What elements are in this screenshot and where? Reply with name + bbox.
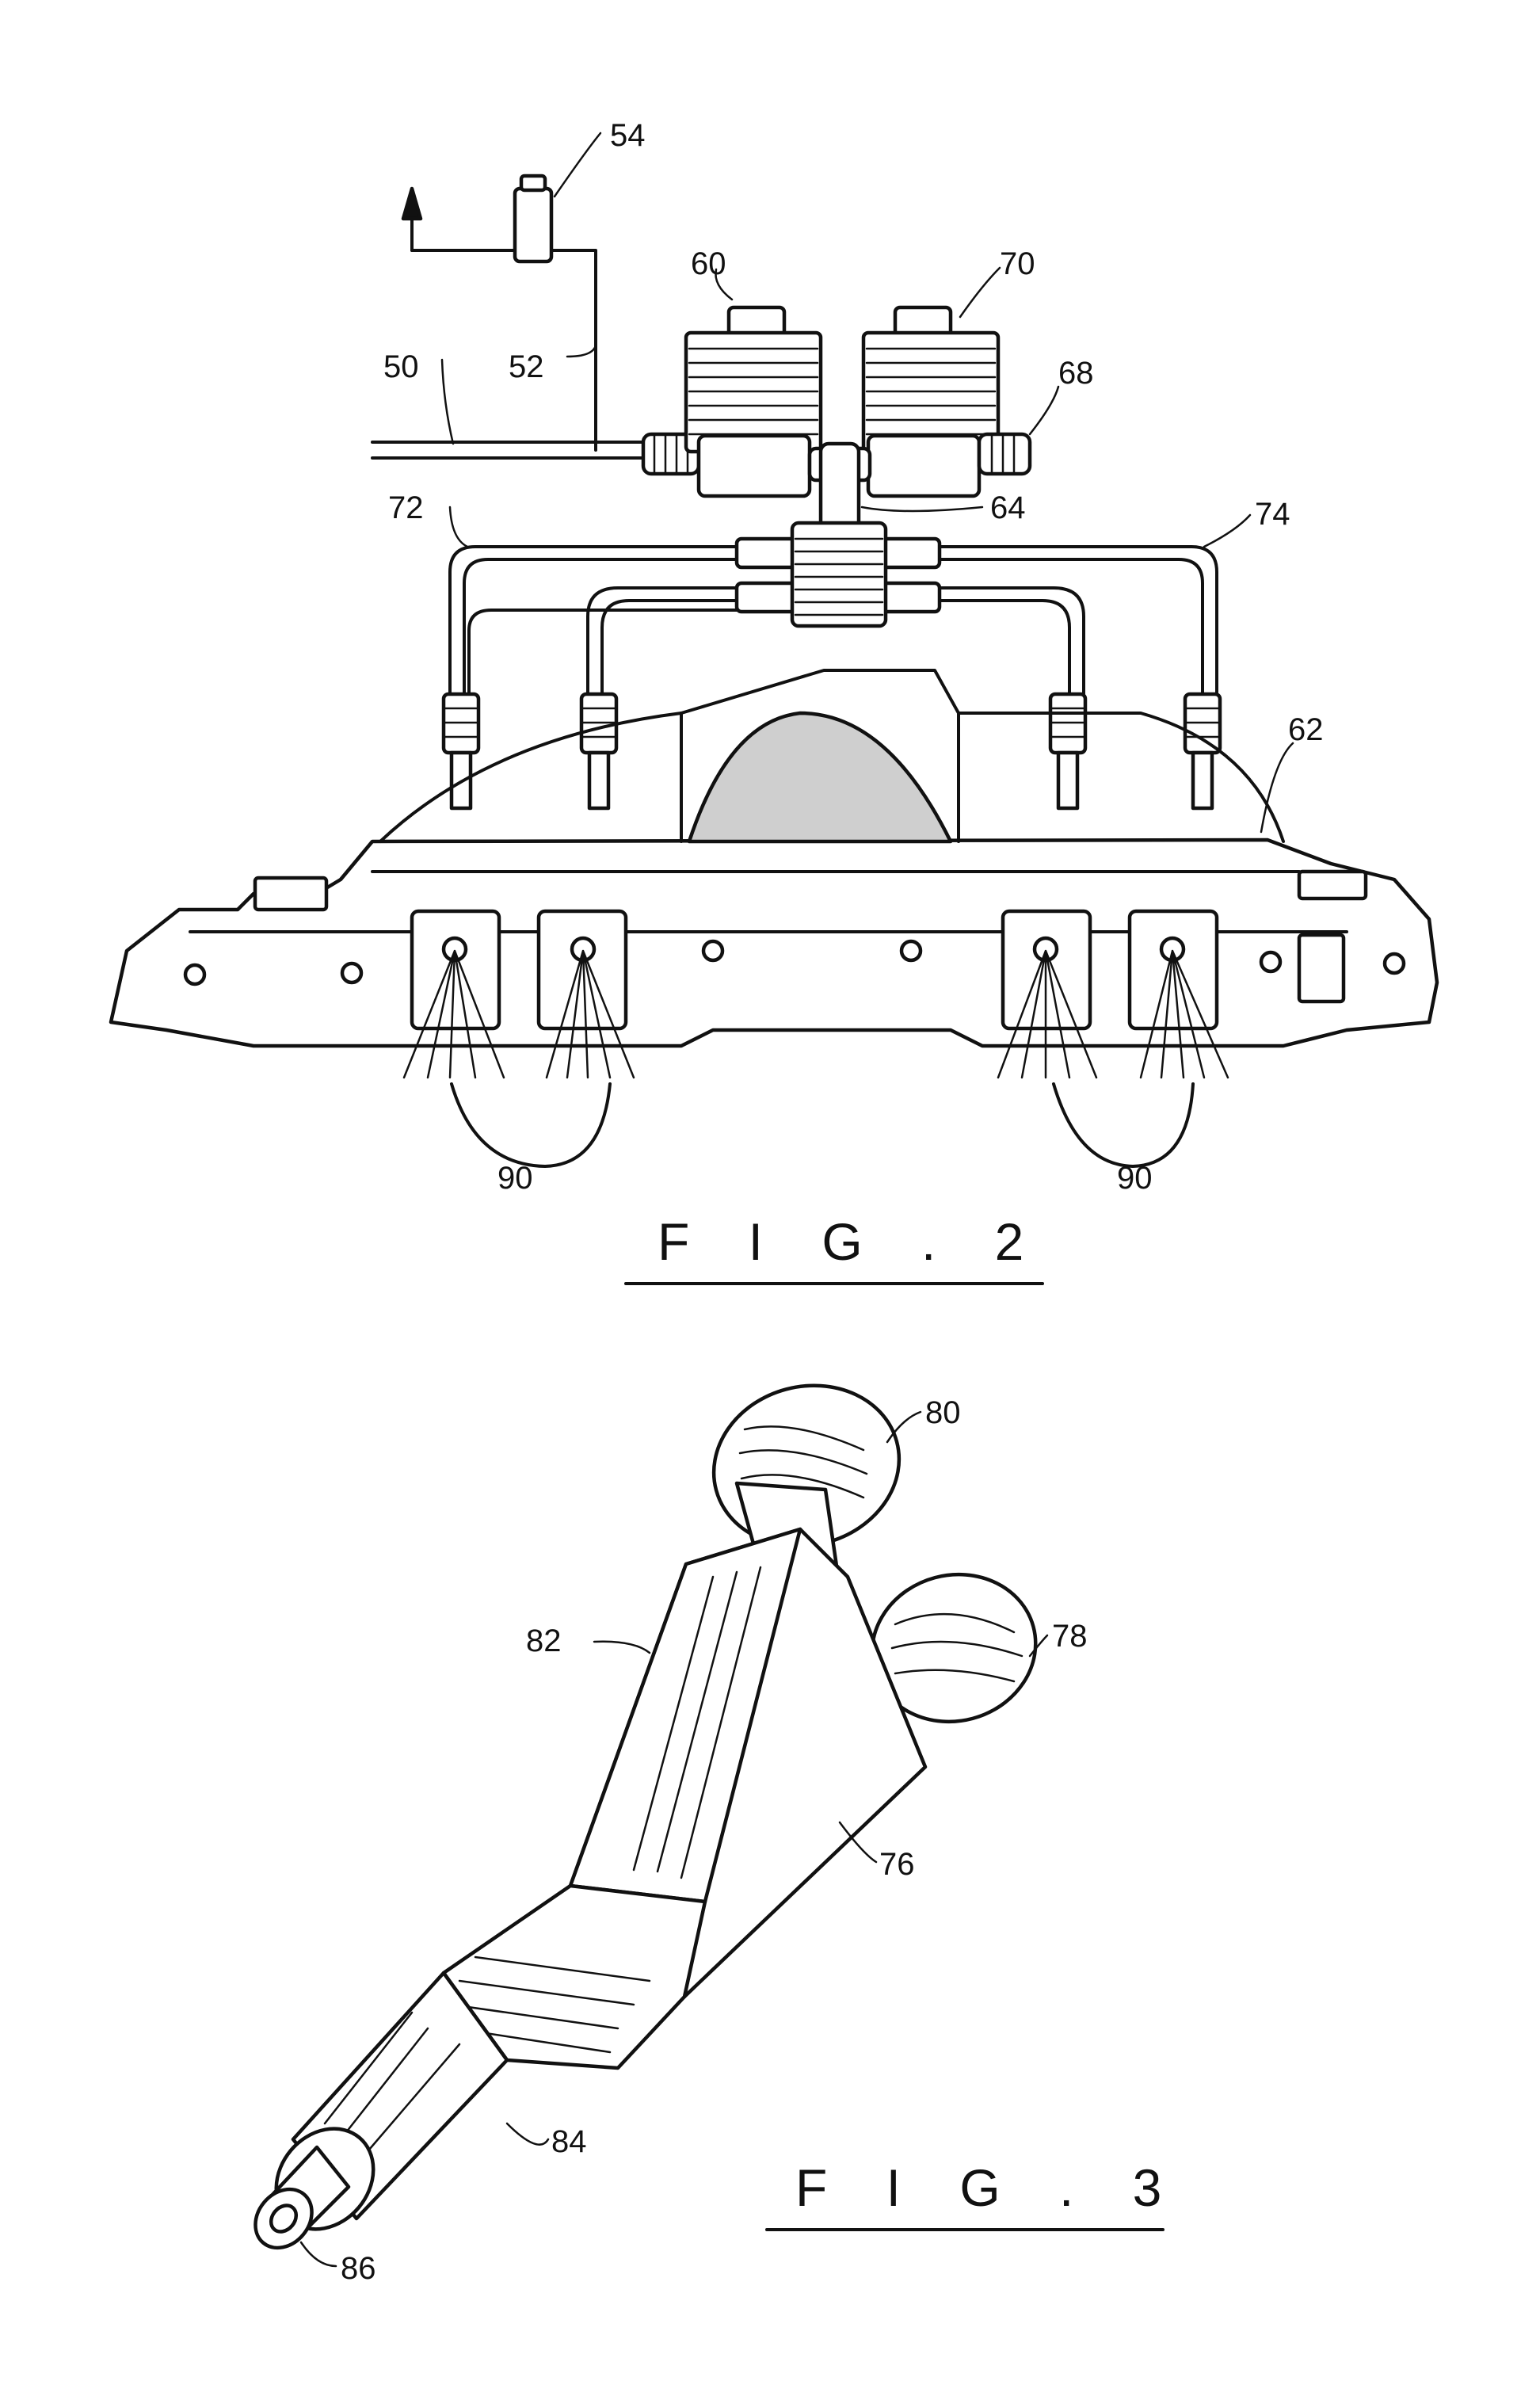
ref-54: 54 bbox=[610, 118, 646, 153]
tip-86 bbox=[253, 2145, 351, 2250]
fig2-leader-lines bbox=[440, 132, 1294, 834]
intake-ports bbox=[410, 909, 1219, 1031]
fig2-drawing: 54 60 70 68 50 52 72 64 74 62 90 90 F I … bbox=[109, 118, 1439, 1285]
ref-90-right: 90 bbox=[1117, 1161, 1153, 1196]
ref-64: 64 bbox=[990, 490, 1026, 525]
ref-76: 76 bbox=[879, 1847, 915, 1882]
fig2-caption-text: F I G . 2 bbox=[658, 1212, 1046, 1271]
fig3-drawing: 80 78 82 76 84 86 F I G . 3 bbox=[253, 1383, 1184, 2286]
ref-78: 78 bbox=[1052, 1619, 1088, 1654]
ref-86: 86 bbox=[341, 2251, 376, 2286]
injector-fittings bbox=[441, 692, 1222, 811]
component-54-canister bbox=[513, 174, 597, 452]
intake-manifold-62 bbox=[109, 669, 1439, 1048]
ref-62: 62 bbox=[1288, 712, 1324, 747]
solenoid-valve-70 bbox=[861, 305, 1001, 498]
fitting-68 bbox=[977, 432, 1032, 476]
fig2-reference-numerals: 54 60 70 68 50 52 72 64 74 62 90 90 bbox=[383, 118, 1324, 1196]
ref-80: 80 bbox=[925, 1395, 961, 1430]
distributor-64 bbox=[734, 521, 942, 628]
fig3-reference-numerals: 80 78 82 76 84 86 bbox=[341, 1395, 1088, 2286]
ref-82: 82 bbox=[526, 1624, 562, 1658]
fig3-caption-text: F I G . 3 bbox=[795, 2158, 1184, 2217]
ref-84: 84 bbox=[551, 2124, 587, 2159]
ref-74: 74 bbox=[1255, 497, 1290, 532]
vent-arrow bbox=[401, 186, 517, 252]
ref-90-left: 90 bbox=[497, 1161, 533, 1196]
ref-50: 50 bbox=[383, 349, 419, 384]
solenoid-valve-60 bbox=[684, 305, 823, 498]
tee-connector bbox=[807, 441, 872, 541]
fig2-caption: F I G . 2 bbox=[624, 1212, 1046, 1285]
supply-line-50 bbox=[371, 441, 650, 460]
ref-70: 70 bbox=[1000, 246, 1035, 281]
fig3-leader-lines bbox=[299, 1410, 1049, 2268]
tubing-72-74 bbox=[448, 545, 1218, 699]
fig3-caption: F I G . 3 bbox=[765, 2158, 1184, 2231]
ref-68: 68 bbox=[1058, 356, 1094, 391]
fuel-spray-90 bbox=[402, 949, 1229, 1168]
ref-60: 60 bbox=[691, 246, 726, 281]
ref-52: 52 bbox=[509, 349, 544, 384]
ref-72: 72 bbox=[388, 490, 424, 525]
tee-body-76 bbox=[568, 1527, 928, 1999]
